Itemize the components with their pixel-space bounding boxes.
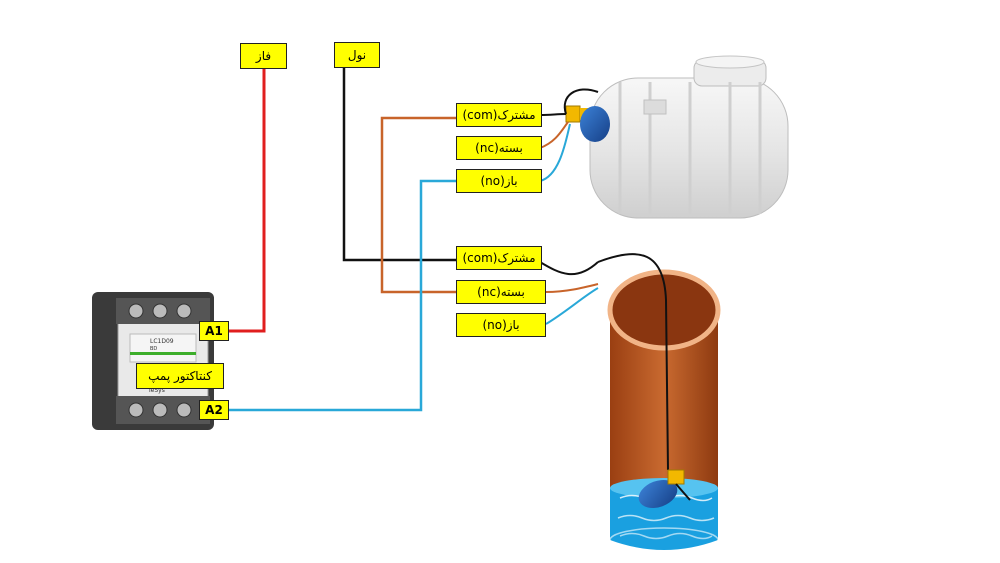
no-wire (228, 179, 456, 412)
contactor-model-sub-text: BD (150, 346, 157, 352)
coil-a2-label: A2 (199, 400, 229, 420)
well-nc-lead (545, 283, 599, 293)
tank-com-lead (539, 113, 567, 116)
contactor-brand-text: TeSys (147, 387, 165, 394)
float-switch-icon (597, 253, 691, 509)
well-no-label: باز(no) (456, 313, 546, 337)
tank-nc-label: بسته(nc) (456, 136, 542, 160)
phase-wire (228, 68, 266, 333)
tank-com-label: مشترک(com) (456, 103, 542, 127)
neutral-wire (342, 66, 456, 262)
neutral-label: نول (334, 42, 380, 68)
contactor-model-text: LC1D09 (150, 338, 174, 345)
tank-no-lead (539, 123, 571, 182)
contactor-label: کنتاکتور پمپ (136, 363, 224, 389)
water-tank-icon (589, 55, 789, 219)
coil-a1-label: A1 (199, 321, 229, 341)
phase-label: فاز (240, 43, 287, 69)
well-nc-label: بسته(nc) (456, 280, 546, 304)
tank-no-label: باز(no) (456, 169, 542, 193)
schneider-logo-icon (130, 352, 196, 355)
well-com-lead (539, 261, 599, 276)
well-com-label: مشترک(com) (456, 246, 542, 270)
contactor-icon: LC1D09 BD TeSys (92, 292, 214, 430)
float-switch-icon (563, 88, 610, 142)
nc-wire (380, 116, 456, 294)
well-no-lead (545, 287, 599, 325)
tank-nc-lead (539, 121, 569, 149)
well-pipe-icon (607, 269, 721, 553)
